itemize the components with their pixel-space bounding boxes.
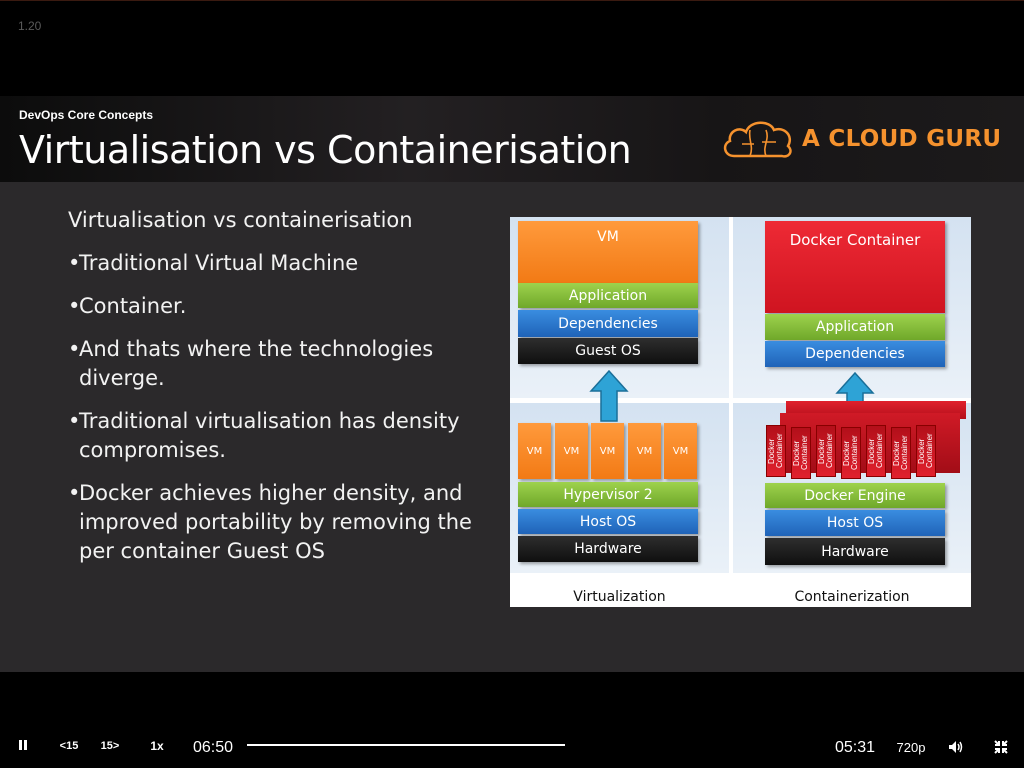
hypervisor-block: Hypervisor 2 — [518, 482, 698, 507]
docker-container-block: Docker Container — [765, 221, 945, 313]
bullet-heading: Virtualisation vs containerisation — [68, 208, 413, 232]
dependencies-block: Dependencies — [518, 310, 698, 337]
bullet-text: Traditional virtualisation has density c… — [79, 409, 460, 462]
quality-label: 720p — [896, 739, 926, 755]
bullet-text: Traditional Virtual Machine — [79, 251, 359, 275]
elapsed-time: 06:50 — [192, 739, 234, 756]
course-name: DevOps Core Concepts — [19, 108, 154, 122]
bullet-marker: • — [68, 337, 81, 361]
remaining-time: 05:31 — [834, 739, 876, 756]
small-container-block: Docker Container — [766, 425, 786, 477]
small-container-block: Docker Container — [816, 425, 836, 477]
bullet-marker: • — [68, 409, 81, 433]
vm-vs-container-diagram: VM Application Dependencies Guest OS Doc… — [510, 217, 971, 607]
top-bar: 1.20 — [0, 0, 1024, 96]
bullet-text: Docker achieves higher density, and impr… — [79, 481, 472, 563]
forward-15-icon: 15> — [100, 740, 120, 752]
volume-icon — [949, 741, 963, 753]
hardware-block: Hardware — [765, 538, 945, 565]
quality-button[interactable]: 720p — [894, 739, 928, 755]
list-item: •Traditional virtualisation has density … — [68, 407, 478, 465]
vm-block: VM — [518, 221, 698, 283]
bullet-marker: • — [68, 251, 81, 275]
bullet-marker: • — [68, 294, 81, 318]
small-vm-block: VM — [664, 423, 697, 479]
bullet-text: And thats where the technologies diverge… — [79, 337, 434, 390]
small-vm-block: VM — [518, 423, 551, 479]
exit-fullscreen-button[interactable] — [993, 740, 1009, 754]
containerization-caption: Containerization — [794, 589, 910, 605]
small-vm-block: VM — [555, 423, 588, 479]
slide-title: Virtualisation vs Containerisation — [19, 128, 632, 172]
logo: A CLOUD GURU — [720, 116, 1001, 162]
bullet-text: Container. — [79, 294, 187, 318]
pause-button[interactable] — [14, 740, 32, 750]
small-container-block: Docker Container — [891, 427, 911, 479]
bullet-list: Virtualisation vs containerisation •Trad… — [68, 206, 478, 580]
slide-header: DevOps Core Concepts Virtualisation vs C… — [0, 96, 1024, 182]
guest-os-block: Guest OS — [518, 338, 698, 364]
video-frame[interactable]: DevOps Core Concepts Virtualisation vs C… — [0, 96, 1024, 672]
progress-bar[interactable] — [247, 744, 565, 746]
logo-text: A CLOUD GURU — [802, 126, 1002, 152]
exit-fullscreen-icon — [994, 740, 1008, 754]
host-os-block: Host OS — [518, 509, 698, 534]
chapter-number: 1.20 — [18, 19, 42, 33]
small-vm-block: VM — [591, 423, 624, 479]
playback-speed-button[interactable]: 1x — [147, 739, 167, 753]
small-container-block: Docker Container — [916, 425, 936, 477]
list-item: •And thats where the technologies diverg… — [68, 335, 478, 393]
application-block: Application — [518, 283, 698, 308]
rewind-15-icon: <15 — [59, 740, 79, 752]
virtualization-caption: Virtualization — [573, 589, 666, 605]
volume-button[interactable] — [948, 740, 966, 754]
host-os-block: Host OS — [765, 510, 945, 536]
up-arrow-icon — [589, 369, 629, 422]
list-item: •Container. — [68, 292, 478, 321]
speed-label: 1x — [150, 739, 164, 753]
cloud-brain-icon — [723, 121, 792, 158]
small-container-block: Docker Container — [791, 427, 811, 479]
hardware-block: Hardware — [518, 536, 698, 562]
player-controls — [0, 672, 1024, 768]
small-vm-block: VM — [628, 423, 661, 479]
small-container-block: Docker Container — [866, 425, 886, 477]
bullet-marker: • — [68, 481, 81, 505]
dependencies-block: Dependencies — [765, 341, 945, 367]
docker-engine-block: Docker Engine — [765, 483, 945, 508]
small-container-block: Docker Container — [841, 427, 861, 479]
pause-icon — [19, 740, 27, 750]
rewind-15-button[interactable]: <15 — [56, 740, 82, 752]
forward-15-button[interactable]: 15> — [97, 740, 123, 752]
list-item: •Docker achieves higher density, and imp… — [68, 479, 478, 566]
application-block: Application — [765, 314, 945, 340]
list-item: •Traditional Virtual Machine — [68, 249, 478, 278]
